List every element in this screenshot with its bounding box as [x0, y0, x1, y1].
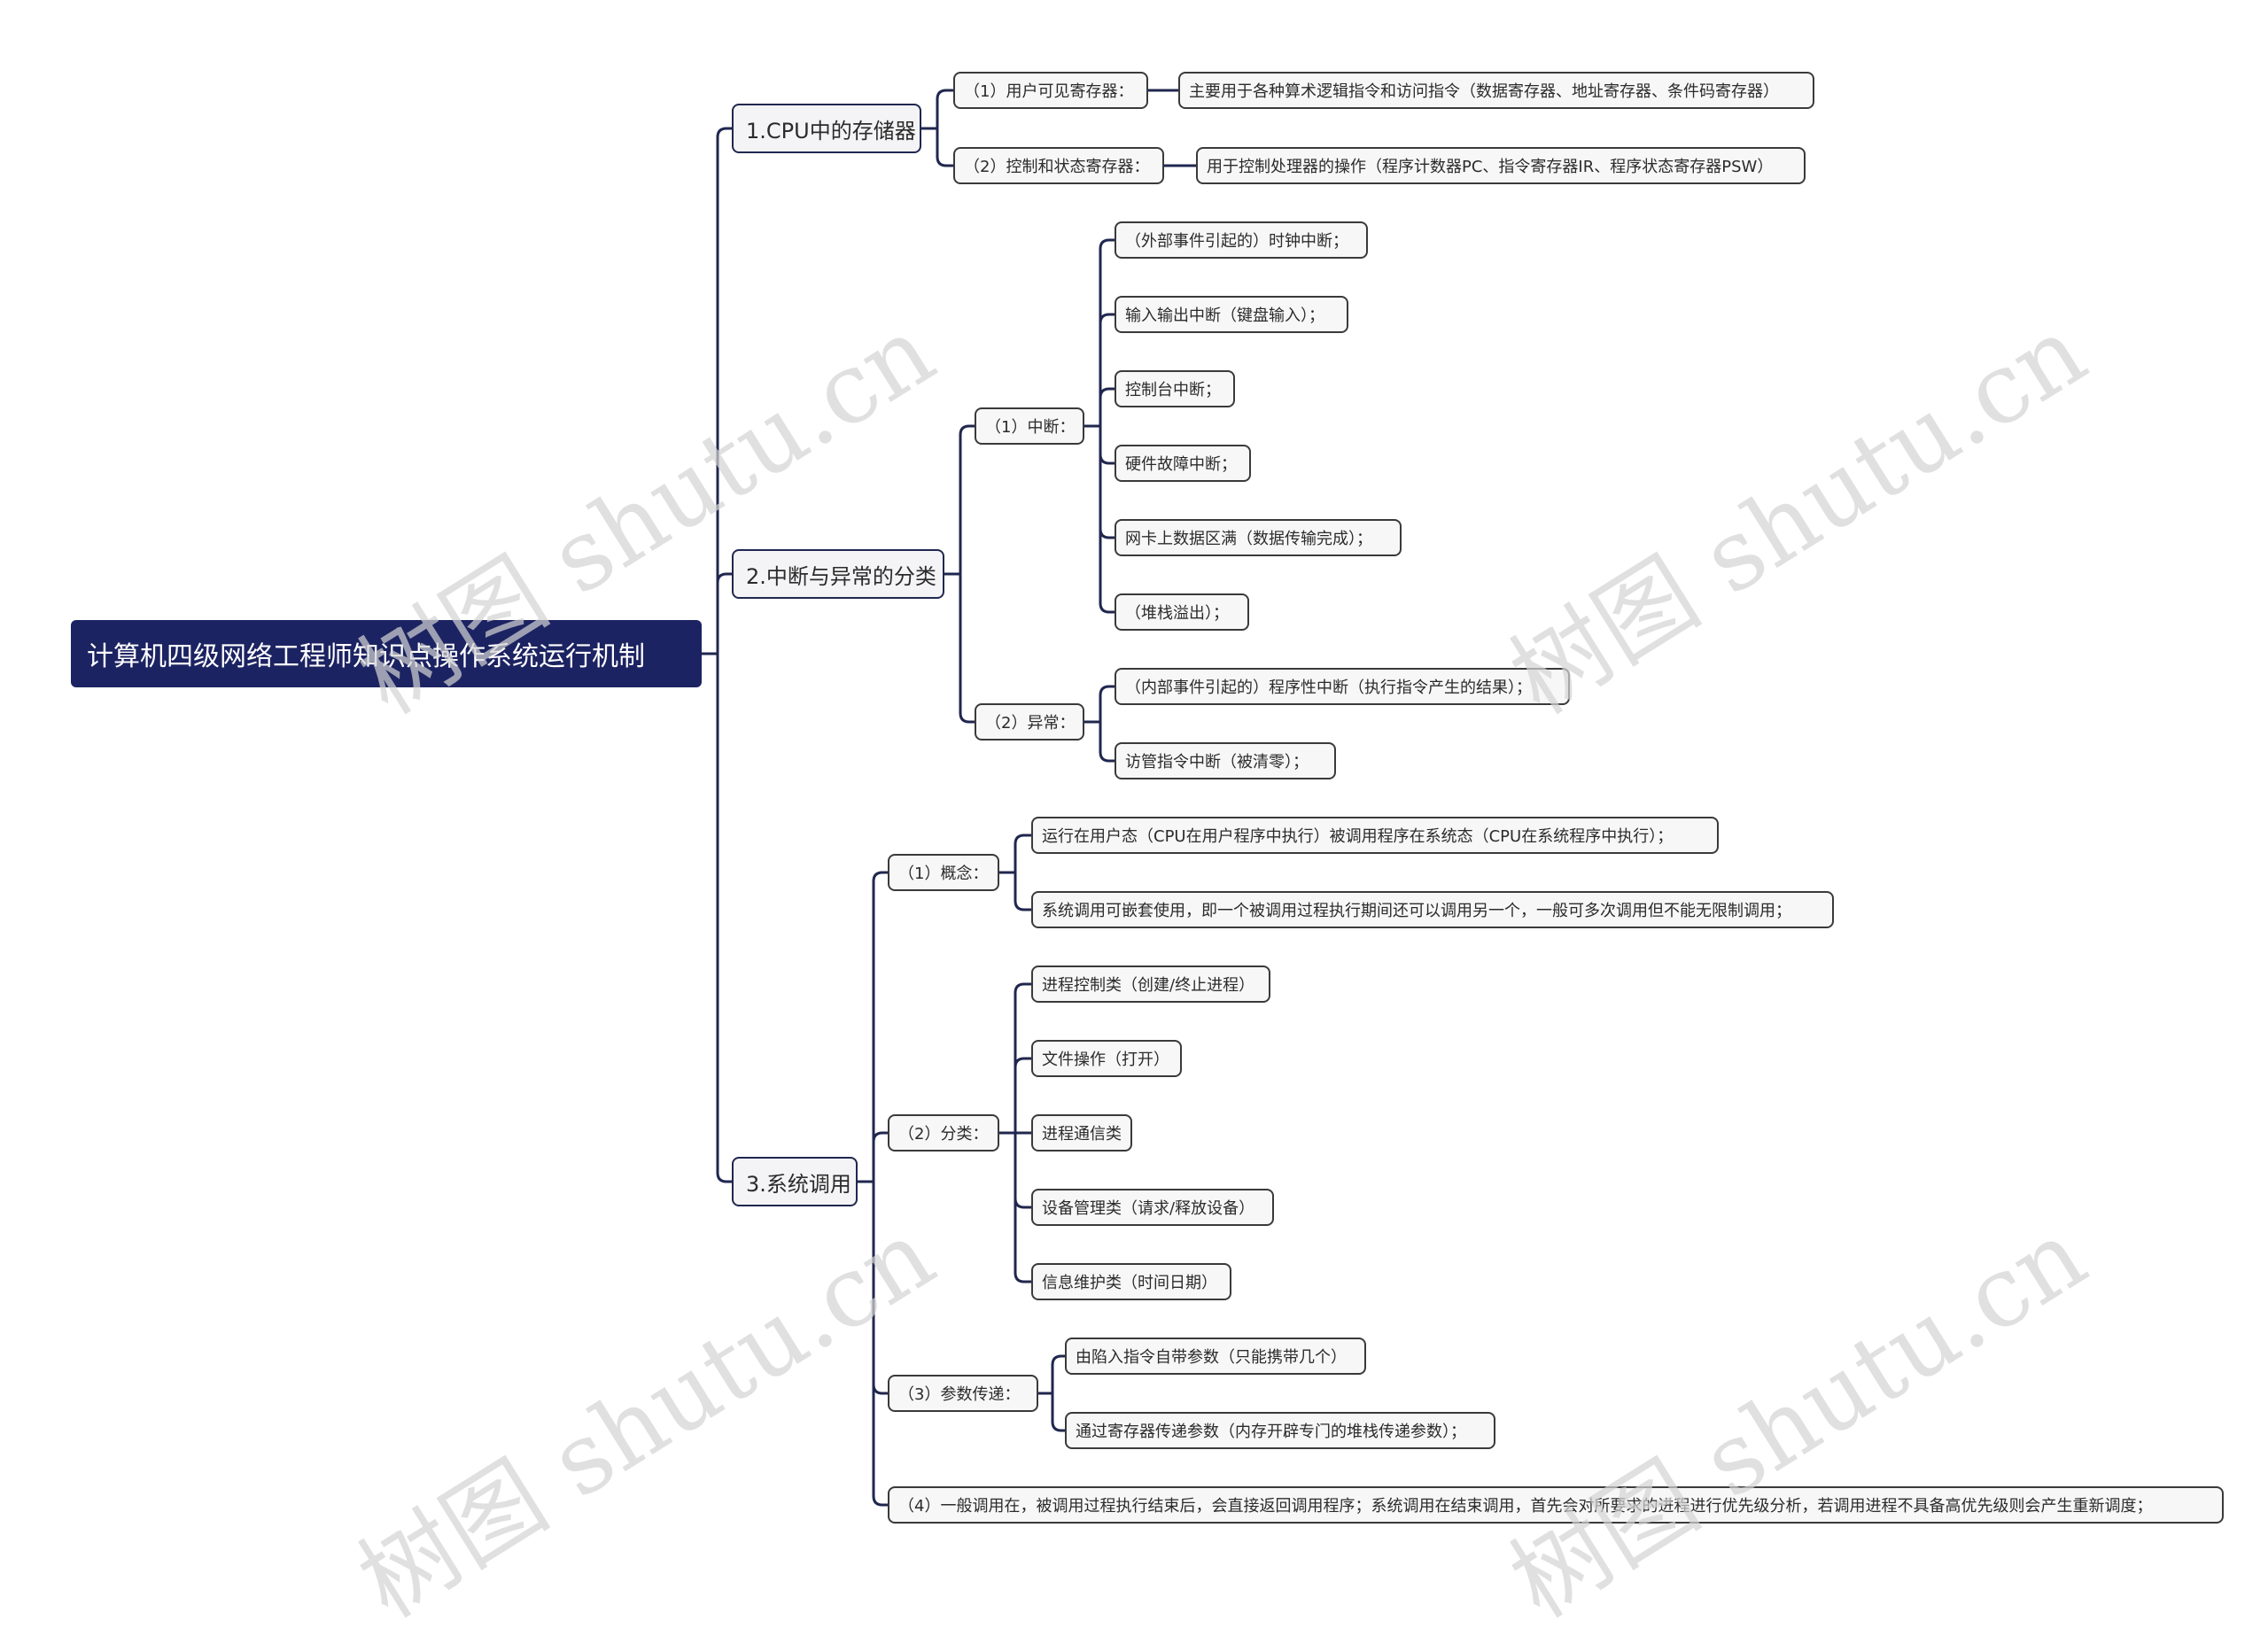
sub-interrupts[interactable]: （1）中断：	[975, 407, 1084, 445]
sub-general-vs-system-call[interactable]: （4）一般调用在，被调用过程执行结束后，会直接返回调用程序；系统调用在结束调用，…	[888, 1486, 2224, 1524]
connector-line	[1014, 899, 1033, 911]
leaf-register-params[interactable]: 通过寄存器传递参数（内存开辟专门的堆栈传递参数）；	[1065, 1412, 1495, 1449]
leaf-process-communication[interactable]: 进程通信类	[1031, 1114, 1132, 1152]
connector-line	[1099, 601, 1116, 614]
connector-line	[959, 711, 976, 724]
connector-line	[1099, 685, 1116, 697]
leaf-file-operation[interactable]: 文件操作（打开）	[1031, 1040, 1182, 1077]
leaf-nested-calls[interactable]: 系统调用可嵌套使用，即一个被调用过程执行期间还可以调用另一个，一般可多次调用但不…	[1031, 891, 1834, 928]
connector-line	[1099, 527, 1116, 539]
connector-line	[959, 424, 976, 437]
leaf-info-maintenance[interactable]: 信息维护类（时间日期）	[1031, 1263, 1231, 1300]
sub-control-status-registers[interactable]: （2）控制和状态寄存器：	[953, 147, 1164, 184]
sub-concept[interactable]: （1）概念：	[888, 854, 999, 891]
mindmap-canvas: 计算机四级网络工程师知识点操作系统运行机制 1.CPU中的存储器 2.中断与异常…	[71, 72, 2224, 1640]
connector-line	[1014, 1057, 1033, 1069]
sub-classification[interactable]: （2）分类：	[888, 1114, 999, 1152]
sub-user-visible-registers[interactable]: （1）用户可见寄存器：	[953, 72, 1148, 109]
leaf-hardware-fault-interrupt[interactable]: 硬件故障中断；	[1115, 445, 1251, 482]
leaf-user-mode-system-mode[interactable]: 运行在用户态（CPU在用户程序中执行）被调用程序在系统态（CPU在系统程序中执行…	[1031, 817, 1719, 854]
connector-line	[1099, 387, 1116, 399]
leaf-device-management[interactable]: 设备管理类（请求/释放设备）	[1031, 1189, 1274, 1226]
connector-line	[1014, 1197, 1033, 1209]
sub-parameter-passing[interactable]: （3）参数传递：	[888, 1375, 1038, 1412]
sub-exceptions[interactable]: （2）异常：	[975, 703, 1084, 741]
connector-line	[1014, 982, 1033, 995]
branch-system-calls[interactable]: 3.系统调用	[732, 1157, 858, 1206]
leaf-nic-buffer-full[interactable]: 网卡上数据区满（数据传输完成）；	[1115, 519, 1402, 556]
connector-line	[936, 155, 955, 167]
root-node[interactable]: 计算机四级网络工程师知识点操作系统运行机制	[71, 620, 702, 687]
connector-line	[872, 1131, 889, 1144]
connector-line	[1099, 238, 1116, 251]
connector-line	[1099, 313, 1116, 325]
branch-interrupts-exceptions[interactable]: 2.中断与异常的分类	[732, 549, 944, 599]
connector-line	[872, 871, 889, 883]
leaf-control-status-desc[interactable]: 用于控制处理器的操作（程序计数器PC、指令寄存器IR、程序状态寄存器PSW）	[1196, 147, 1806, 184]
connector-line	[936, 89, 955, 101]
leaf-trap-instruction-params[interactable]: 由陷入指令自带参数（只能携带几个）	[1065, 1338, 1366, 1375]
connector-line	[1099, 750, 1116, 763]
connector-line	[716, 572, 734, 585]
connector-line	[1051, 1354, 1067, 1367]
leaf-console-interrupt[interactable]: 控制台中断；	[1115, 370, 1235, 407]
connector-line	[716, 127, 734, 139]
leaf-clock-interrupt[interactable]: （外部事件引起的）时钟中断；	[1115, 221, 1368, 259]
connector-line	[872, 1494, 889, 1507]
connector-line	[1014, 834, 1033, 846]
branch-cpu-registers[interactable]: 1.CPU中的存储器	[732, 104, 921, 153]
connector-line	[716, 1171, 734, 1183]
leaf-process-control[interactable]: 进程控制类（创建/终止进程）	[1031, 965, 1270, 1003]
leaf-supervisor-call-interrupt[interactable]: 访管指令中断（被清零）；	[1115, 742, 1336, 779]
connector-line	[1099, 453, 1116, 465]
leaf-stack-overflow[interactable]: （堆栈溢出）；	[1115, 593, 1249, 631]
leaf-io-interrupt[interactable]: 输入输出中断（键盘输入）；	[1115, 296, 1348, 333]
connector-line	[1014, 1271, 1033, 1283]
leaf-user-visible-desc[interactable]: 主要用于各种算术逻辑指令和访问指令（数据寄存器、地址寄存器、条件码寄存器）	[1178, 72, 1814, 109]
leaf-program-interrupt[interactable]: （内部事件引起的）程序性中断（执行指令产生的结果）；	[1115, 668, 1570, 705]
connector-line	[1051, 1420, 1067, 1432]
connector-lines	[700, 89, 1198, 1507]
connector-line	[872, 1383, 889, 1395]
